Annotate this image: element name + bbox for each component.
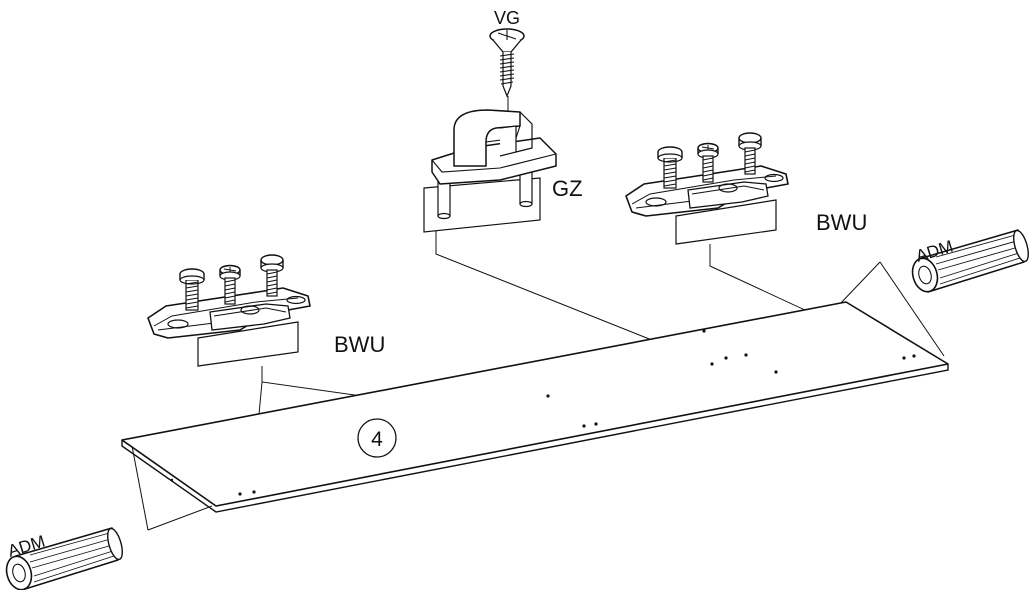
vg-screw <box>489 28 525 98</box>
gz-label: GZ <box>552 176 583 201</box>
adm-dowel-left <box>1 526 126 590</box>
panel-number-circle <box>357 418 397 458</box>
gz-guide-block <box>423 109 557 233</box>
bwu-left-label: BWU <box>334 332 385 357</box>
bwu-mounting-plate-right <box>625 132 789 245</box>
panel-4: 4 <box>121 301 949 513</box>
bwu-right-label: BWU <box>816 210 867 235</box>
vg-label: VG <box>494 8 520 28</box>
panel-holes <box>170 329 916 496</box>
panel-number-label: 4 <box>371 428 383 451</box>
bwu-mounting-plate-left <box>147 254 311 367</box>
